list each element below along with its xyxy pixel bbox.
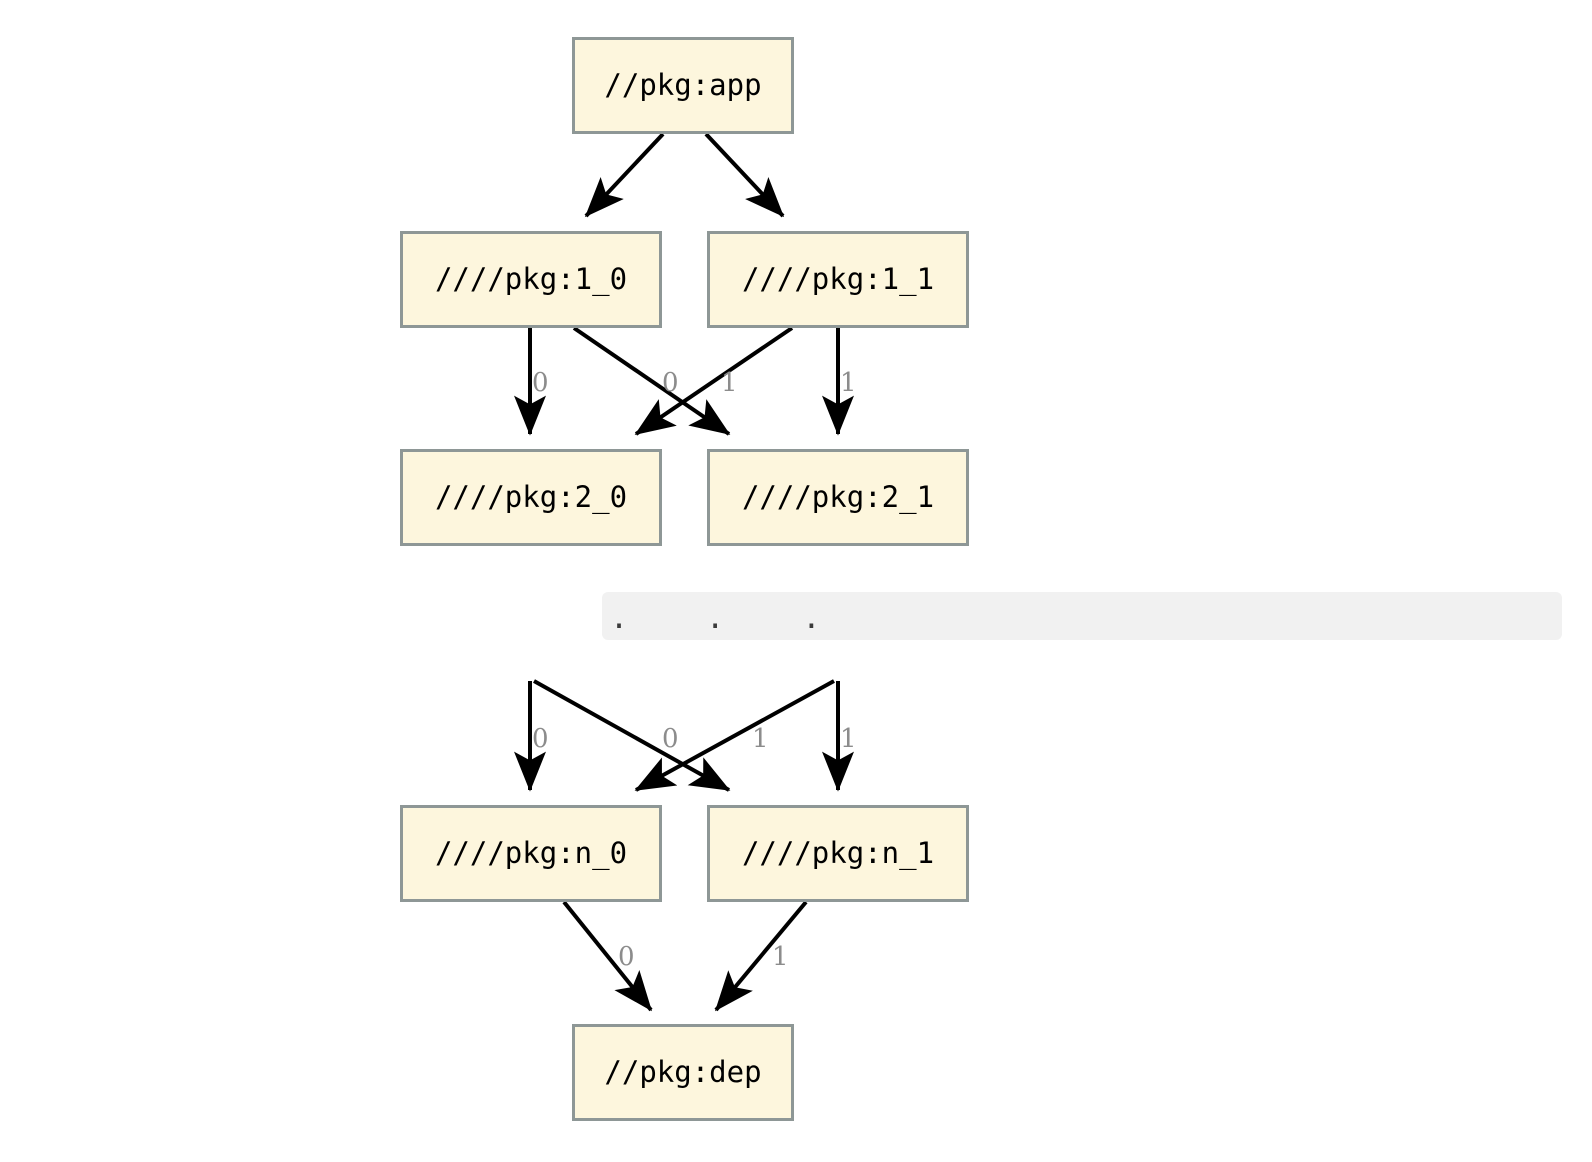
edge-app-to-1_1 [704, 132, 785, 218]
edge-elided-to-n_0-cross [634, 679, 835, 792]
edge-label-1_1-2_0: 1 [721, 368, 738, 398]
node-label-dep: //pkg:dep [604, 1055, 762, 1089]
ellipsis-dots: . . . [610, 601, 835, 636]
edge-label-elided-n_1: 1 [840, 724, 857, 754]
elided-section-band: . . . [602, 592, 1562, 640]
edge-label-elided-n_0-cross: 1 [752, 724, 769, 754]
node-label-pkg-1-1: ////pkg:1_1 [741, 262, 935, 296]
node-app[interactable]: //pkg:app [572, 37, 794, 134]
edge-label-elided-n_0: 0 [532, 724, 549, 754]
node-label-pkg-n-0: ////pkg:n_0 [434, 836, 628, 870]
edge-label-n_0-dep: 0 [618, 942, 635, 972]
node-label-pkg-2-0: ////pkg:2_0 [434, 480, 628, 514]
node-label-pkg-2-1: ////pkg:2_1 [741, 480, 935, 514]
node-label-pkg-n-1: ////pkg:n_1 [741, 836, 935, 870]
edge-n_1-to-dep [714, 900, 808, 1012]
edge-elided-to-n_1-cross [533, 679, 731, 792]
edge-n_0-to-dep [562, 900, 653, 1012]
edge-label-n_1-dep: 1 [772, 942, 789, 972]
node-pkg-2-1[interactable]: ////pkg:2_1 [707, 449, 969, 546]
edge-label-elided-n_1-cross: 0 [662, 724, 679, 754]
edge-1_0-to-2_1 [572, 326, 731, 436]
node-pkg-n-1[interactable]: ////pkg:n_1 [707, 805, 969, 902]
edge-app-to-1_0 [584, 132, 665, 218]
node-pkg-1-0[interactable]: ////pkg:1_0 [400, 231, 662, 328]
edge-label-1_0-2_1: 0 [662, 368, 679, 398]
edge-label-1_0-2_0: 0 [532, 368, 549, 398]
edge-1_1-to-2_0 [634, 326, 794, 436]
node-pkg-1-1[interactable]: ////pkg:1_1 [707, 231, 969, 328]
edge-label-1_1-2_1: 1 [840, 368, 857, 398]
node-label-app: //pkg:app [604, 68, 762, 102]
node-label-pkg-1-0: ////pkg:1_0 [434, 262, 628, 296]
node-pkg-n-0[interactable]: ////pkg:n_0 [400, 805, 662, 902]
node-pkg-2-0[interactable]: ////pkg:2_0 [400, 449, 662, 546]
node-dep[interactable]: //pkg:dep [572, 1024, 794, 1121]
